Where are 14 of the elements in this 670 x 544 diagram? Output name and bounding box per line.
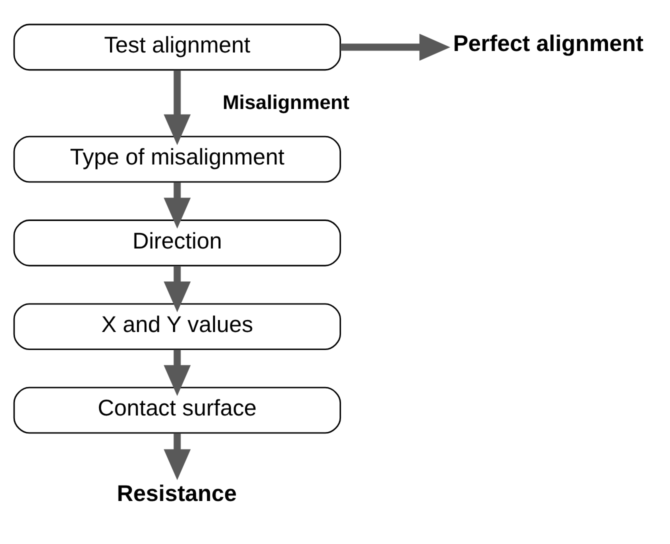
arrow bbox=[164, 350, 191, 396]
node-box: Contact surface bbox=[13, 386, 342, 434]
arrow bbox=[164, 70, 191, 146]
node-box: Direction bbox=[13, 220, 342, 266]
node-text: Perfect alignment bbox=[453, 30, 644, 56]
arrow bbox=[164, 182, 191, 229]
node-box: Test alignment bbox=[13, 24, 342, 71]
node-box: X and Y values bbox=[13, 303, 342, 350]
arrow bbox=[164, 266, 191, 312]
edge-label: Misalignment bbox=[222, 92, 350, 114]
node-text: Resistance bbox=[116, 480, 237, 506]
arrow bbox=[340, 34, 450, 61]
arrow bbox=[164, 433, 191, 480]
node-box: Type of misalignment bbox=[13, 136, 342, 183]
